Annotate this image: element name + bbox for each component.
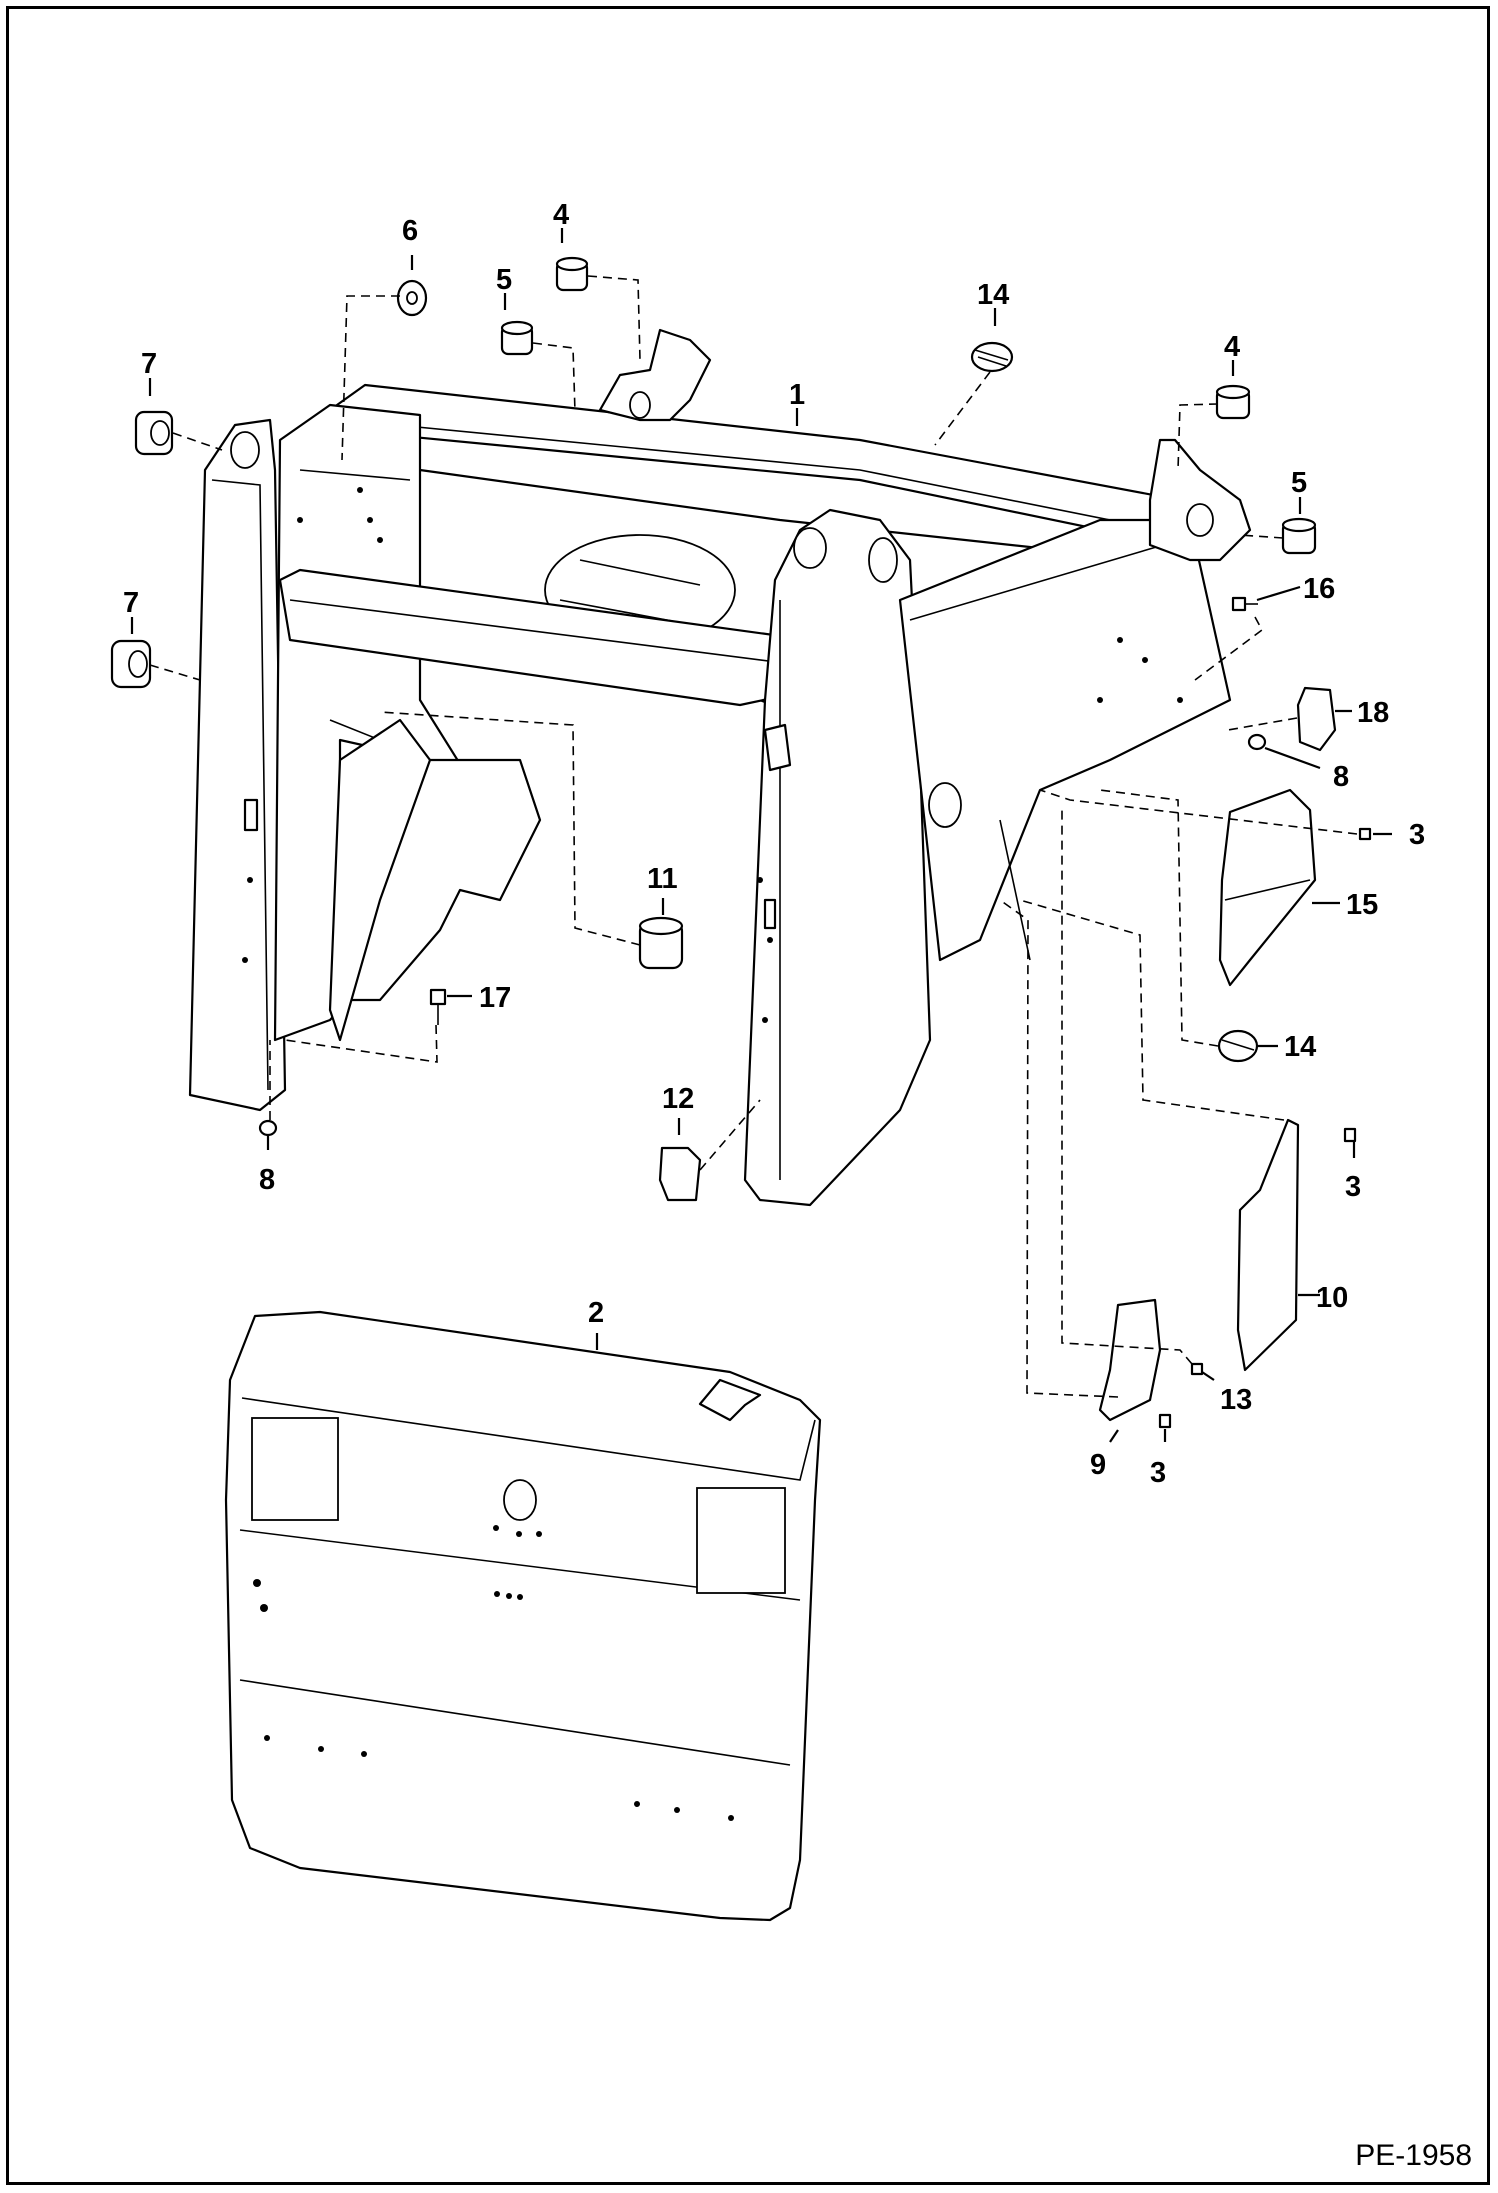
callout-3-mid: 3 xyxy=(1345,1171,1361,1203)
shield-9 xyxy=(1098,1298,1162,1422)
nut-13 xyxy=(1190,1362,1204,1376)
callout-17: 17 xyxy=(479,982,511,1014)
bushing-5-right xyxy=(1281,517,1317,555)
bolt-17 xyxy=(429,988,447,1025)
callout-3-lower: 3 xyxy=(1150,1457,1166,1489)
small-parts xyxy=(110,256,1372,1429)
rear-panel-2 xyxy=(224,1310,822,1922)
callout-2: 2 xyxy=(588,1297,604,1329)
bushing-4-right xyxy=(1215,384,1251,420)
callout-16: 16 xyxy=(1303,573,1335,605)
bolt-16 xyxy=(1231,596,1258,612)
bushing-11 xyxy=(638,916,684,970)
figure-id: PE-1958 xyxy=(1355,2139,1472,2172)
washer-6 xyxy=(396,279,428,317)
callout-5-right: 5 xyxy=(1291,467,1307,499)
clamp-14-upper xyxy=(970,341,1014,373)
main-frame-assembly xyxy=(188,328,1252,1207)
callout-11: 11 xyxy=(647,863,678,895)
callout-7-lower: 7 xyxy=(123,587,139,619)
bushing-7-lower xyxy=(110,639,152,689)
bracket-12 xyxy=(658,1146,702,1202)
callout-numbers: 6 4 5 14 7 1 4 5 16 7 18 8 3 15 11 17 14… xyxy=(123,199,1425,1489)
lead-lines xyxy=(149,275,1358,1398)
callout-4-right: 4 xyxy=(1224,331,1240,363)
callout-6: 6 xyxy=(402,215,418,247)
callout-14-lower: 14 xyxy=(1284,1031,1316,1063)
callout-4-left: 4 xyxy=(553,199,569,231)
callout-18: 18 xyxy=(1357,697,1389,729)
bolt-3-upper xyxy=(1358,827,1372,841)
callout-13: 13 xyxy=(1220,1384,1252,1416)
callout-8-left: 8 xyxy=(259,1164,275,1196)
callout-5-left: 5 xyxy=(496,264,512,296)
bolt-3-mid xyxy=(1343,1127,1357,1143)
clamp-14-lower xyxy=(1217,1029,1259,1063)
bushing-7-upper xyxy=(134,410,174,456)
plate-15 xyxy=(1218,788,1317,987)
bushing-4-left xyxy=(555,256,589,292)
callout-8-right: 8 xyxy=(1333,761,1349,793)
callout-10: 10 xyxy=(1316,1282,1348,1314)
callout-9: 9 xyxy=(1090,1449,1106,1481)
callout-7-upper: 7 xyxy=(141,348,157,380)
nut-8-left xyxy=(258,1119,278,1137)
plate-18 xyxy=(1296,686,1337,752)
callout-3-upper: 3 xyxy=(1409,819,1425,851)
nut-8-right xyxy=(1247,733,1267,751)
callout-1: 1 xyxy=(789,379,805,411)
bushing-5-left xyxy=(500,320,534,356)
callout-14-upper: 14 xyxy=(977,279,1009,311)
callout-leaders xyxy=(130,228,1392,1443)
shield-10 xyxy=(1236,1118,1300,1372)
bolt-3-lower xyxy=(1158,1413,1172,1429)
callout-12: 12 xyxy=(662,1083,694,1115)
callout-15: 15 xyxy=(1346,889,1378,921)
